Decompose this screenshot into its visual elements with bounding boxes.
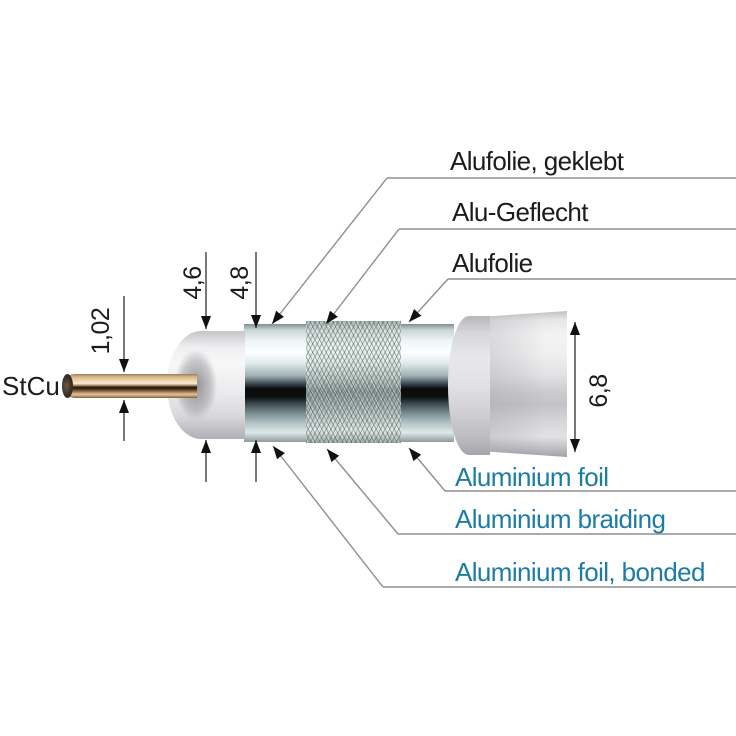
leader-aluminium-foil-bonded: [272, 445, 736, 588]
german-label-foil: Alufolie: [452, 248, 533, 278]
dimension-label-dielectric: 4,6: [179, 266, 207, 300]
dimension-label-conductor: 1,02: [87, 307, 115, 355]
leader-alufolie: [408, 278, 736, 323]
dimension-label-overall: 6,8: [585, 374, 613, 408]
conductor-material-label: StCu: [2, 371, 60, 401]
english-label-foil: Aluminium foil: [455, 462, 609, 492]
dimension-label-inner-shield: 4,8: [226, 266, 254, 300]
braiding-layer: [306, 321, 401, 443]
english-label-bonded-foil: Aluminium foil, bonded: [455, 557, 705, 587]
jacket-layer: [482, 311, 567, 457]
bonded-foil-layer: [244, 324, 309, 442]
leader-aluminium-foil: [408, 447, 736, 492]
copper-conductor: [63, 374, 197, 398]
outer-foil-layer: [398, 324, 454, 442]
english-label-braiding: Aluminium braiding: [455, 504, 666, 534]
jacket-cut-face: [448, 316, 490, 455]
leader-alu-geflecht: [325, 228, 736, 325]
leader-alufolie-geklebt: [271, 177, 736, 325]
conductor-end-cap-icon: [62, 374, 73, 398]
german-label-braiding: Alu-Geflecht: [452, 197, 588, 227]
leader-aluminium-braiding: [326, 448, 736, 535]
german-label-bonded-foil: Alufolie, geklebt: [450, 146, 624, 176]
